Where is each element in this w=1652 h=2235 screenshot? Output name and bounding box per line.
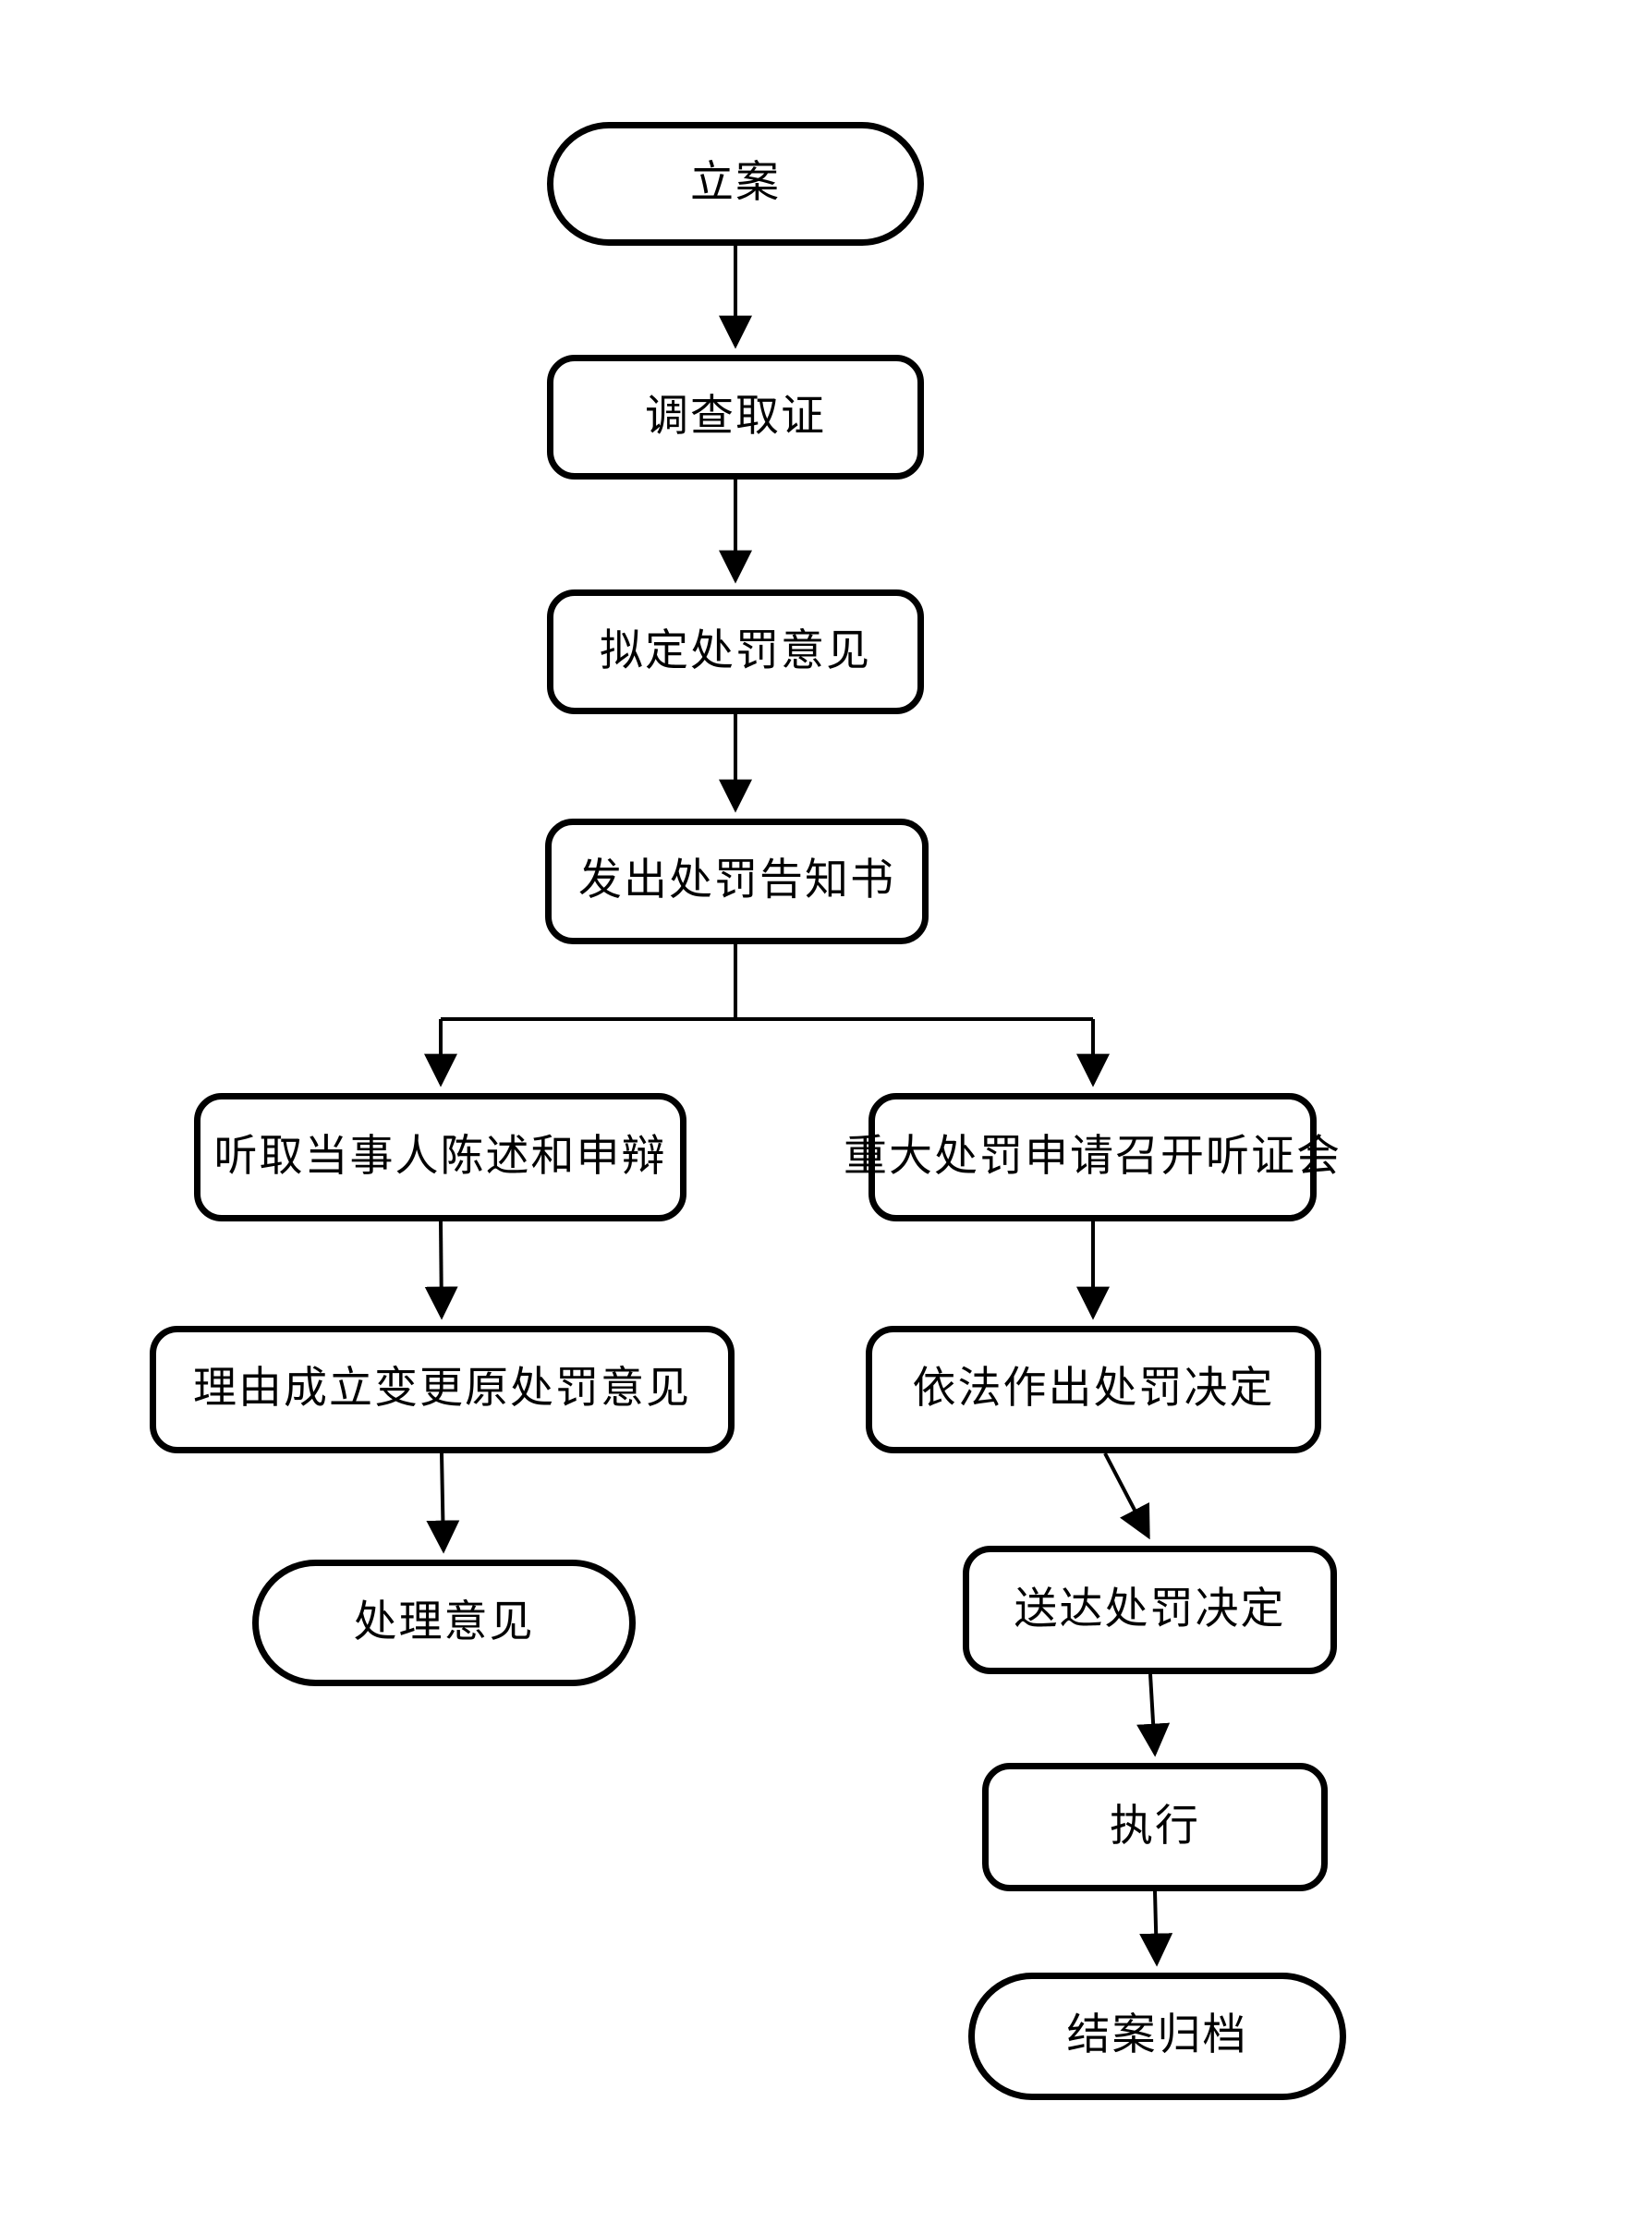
node-deliver-penalty-decision: 送达处罚决定 <box>963 1546 1337 1674</box>
edge-reason-to-opinion <box>426 1452 460 1554</box>
node-issue-penalty-notice: 发出处罚告知书 <box>545 819 929 944</box>
edge-deliver-to-execute <box>1136 1673 1171 1757</box>
edge-execute-to-archive <box>1139 1890 1173 1967</box>
node-hear-statement-defense: 听取当事人陈述和申辩 <box>194 1093 686 1221</box>
node-close-and-archive: 结案归档 <box>968 1973 1346 2100</box>
edge-decide-to-deliver <box>1103 1452 1150 1540</box>
node-major-penalty-hearing: 重大处罚申请召开听证会 <box>844 1093 1340 1221</box>
node-handling-opinion: 处理意见 <box>252 1560 636 1686</box>
edge-listen-to-reason <box>424 1221 458 1320</box>
node-change-original-opinion: 理由成立变更原处罚意见 <box>150 1326 735 1453</box>
node-start-case: 立案 <box>547 122 924 246</box>
node-draft-penalty-opinion: 拟定处罚意见 <box>547 589 924 714</box>
node-execute: 执行 <box>982 1763 1328 1891</box>
node-investigate-evidence: 调查取证 <box>547 355 924 480</box>
node-make-penalty-decision: 依法作出处罚决定 <box>866 1326 1321 1453</box>
